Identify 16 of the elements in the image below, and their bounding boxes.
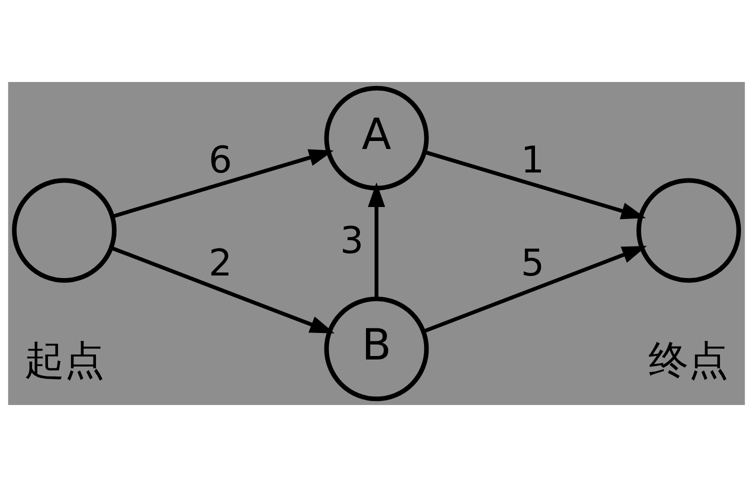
arrow xyxy=(424,150,646,220)
arrow xyxy=(422,246,647,334)
node-label: 终点 xyxy=(648,338,729,384)
node-circle: B xyxy=(324,296,429,402)
edge-label: 5 xyxy=(520,241,544,284)
arrow xyxy=(368,182,386,298)
edge-label: 6 xyxy=(208,138,232,182)
arrow xyxy=(110,246,335,334)
arrow xyxy=(112,149,334,218)
edge-label: 3 xyxy=(340,219,364,262)
edge-label: 2 xyxy=(208,241,232,284)
node-circle xyxy=(636,178,742,283)
node-label: 起点 xyxy=(24,338,104,384)
node-circle xyxy=(12,178,117,283)
edge-label: 1 xyxy=(520,138,544,182)
node-circle: A xyxy=(324,86,429,190)
